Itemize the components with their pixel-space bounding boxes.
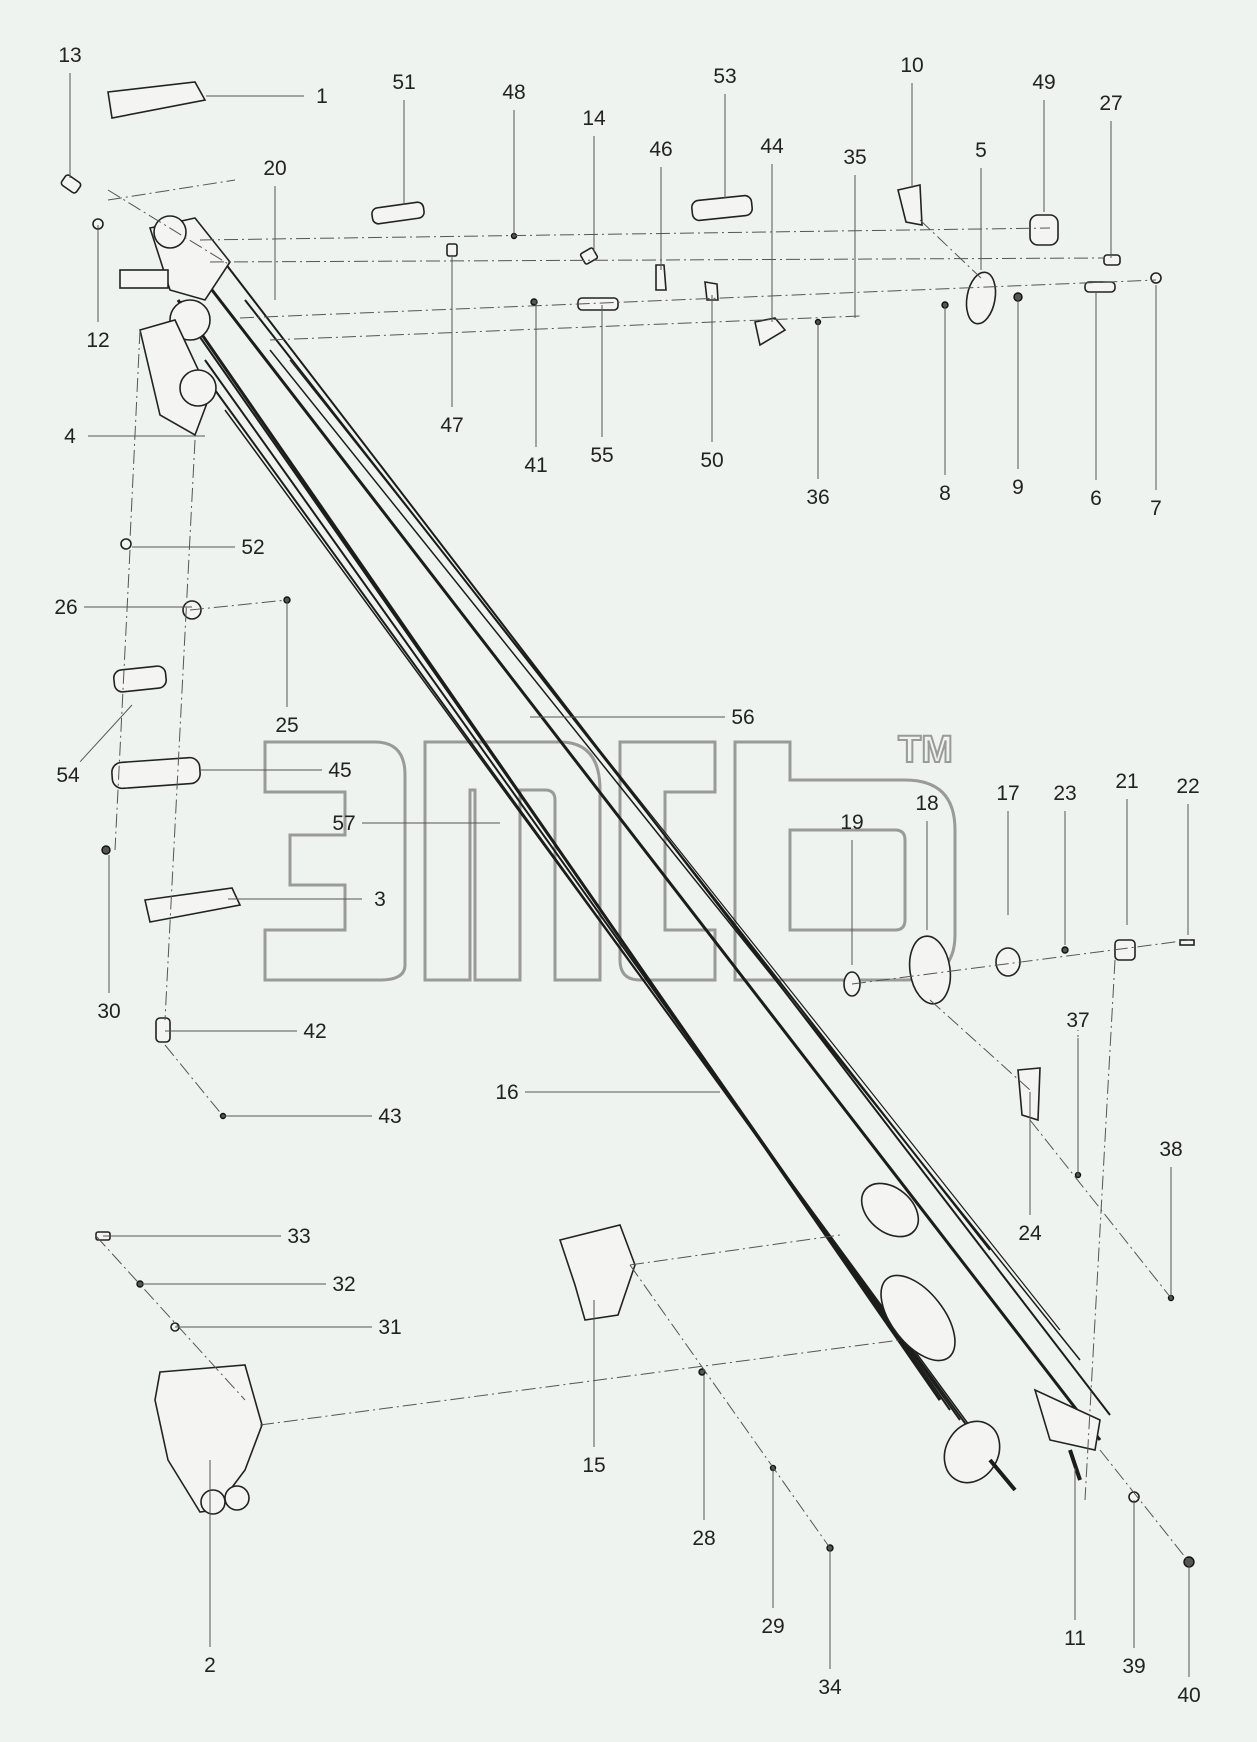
callout-17: 17: [996, 782, 1019, 805]
callout-6: 6: [1090, 487, 1102, 510]
callout-1: 1: [316, 85, 328, 108]
callout-7: 7: [1150, 497, 1162, 520]
callout-44: 44: [760, 135, 784, 158]
callout-48: 48: [502, 81, 525, 104]
callout-27: 27: [1099, 92, 1122, 115]
boom-assembly: [119, 215, 1111, 1492]
callout-54: 54: [56, 764, 80, 787]
callout-50: 50: [700, 449, 723, 472]
callout-35: 35: [843, 146, 866, 169]
callout-20: 20: [263, 157, 286, 180]
callout-21: 21: [1115, 770, 1138, 793]
callout-26: 26: [54, 596, 77, 619]
callout-57: 57: [332, 812, 355, 835]
callout-11: 11: [1064, 1627, 1086, 1650]
callout-16: 16: [495, 1081, 518, 1104]
callout-18: 18: [915, 792, 938, 815]
callout-33: 33: [287, 1225, 310, 1248]
callout-8: 8: [939, 482, 951, 505]
callout-28: 28: [692, 1527, 715, 1550]
leader-line-54: [79, 704, 133, 763]
callout-31: 31: [378, 1316, 401, 1339]
callout-49: 49: [1032, 71, 1055, 94]
callout-43: 43: [378, 1105, 401, 1128]
callout-4: 4: [64, 425, 76, 448]
callout-9: 9: [1012, 476, 1024, 499]
callout-55: 55: [590, 444, 613, 467]
callout-15: 15: [582, 1454, 605, 1477]
callout-39: 39: [1122, 1655, 1145, 1678]
callout-45: 45: [328, 759, 351, 782]
callout-47: 47: [440, 414, 463, 437]
callout-22: 22: [1176, 775, 1199, 798]
assembly-paths: [95, 179, 1191, 1563]
callout-30: 30: [97, 1000, 120, 1023]
watermark-trademark: TM: [898, 729, 953, 771]
callout-13: 13: [58, 44, 81, 67]
callout-24: 24: [1018, 1222, 1042, 1245]
callout-52: 52: [241, 536, 264, 559]
callout-3: 3: [374, 888, 386, 911]
callout-19: 19: [840, 811, 863, 834]
callout-36: 36: [806, 486, 829, 509]
callout-23: 23: [1053, 782, 1076, 805]
callout-46: 46: [649, 138, 672, 161]
callout-14: 14: [582, 107, 606, 130]
callout-42: 42: [303, 1020, 326, 1043]
callout-25: 25: [275, 714, 298, 737]
callout-40: 40: [1177, 1684, 1200, 1707]
part-15-bracket: [558, 1224, 636, 1321]
watermark-logo: TM: [263, 728, 957, 982]
callout-29: 29: [761, 1615, 784, 1638]
callout-53: 53: [713, 65, 736, 88]
callout-10: 10: [900, 54, 923, 77]
callout-32: 32: [332, 1273, 355, 1296]
part-1-bracket: [107, 81, 207, 119]
callout-5: 5: [975, 139, 987, 162]
callout-34: 34: [818, 1676, 842, 1699]
callout-2: 2: [204, 1654, 216, 1677]
callout-51: 51: [392, 71, 415, 94]
callout-38: 38: [1159, 1138, 1182, 1161]
callout-41: 41: [524, 454, 547, 477]
callout-56: 56: [731, 706, 754, 729]
callout-12: 12: [86, 329, 109, 352]
callout-37: 37: [1066, 1009, 1089, 1032]
parts: [60, 81, 1195, 1568]
